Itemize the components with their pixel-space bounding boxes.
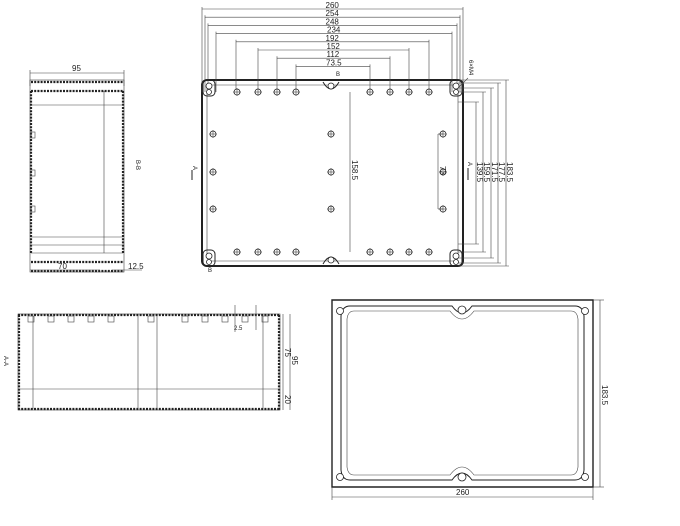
mount-hole <box>439 168 447 176</box>
section-title-a-a: A-A <box>2 356 8 366</box>
dim-label: 73.5 <box>326 58 342 67</box>
lid-tab <box>107 315 115 323</box>
section-a-a: A-A 95 75 20 2.5 <box>2 305 299 411</box>
lid-tab <box>147 315 155 323</box>
mount-hole <box>254 248 262 256</box>
mount-hole <box>209 205 217 213</box>
mount-hole <box>233 248 241 256</box>
corner-screw-boss <box>449 79 463 97</box>
section-mark-b-top: B <box>336 72 340 78</box>
lid-tab <box>67 315 75 323</box>
mount-hole <box>405 248 413 256</box>
dim-label: 260 <box>326 1 340 10</box>
lid-tab <box>87 315 95 323</box>
screw-note: 6×M4 <box>467 60 473 76</box>
dim-95-height: 95 <box>290 356 299 365</box>
lid-tab <box>47 315 55 323</box>
lid-tab <box>241 315 249 323</box>
lid-tab <box>201 315 209 323</box>
dim-183-5-bottom: 183.5 <box>600 385 609 406</box>
dim-label: 112 <box>327 50 340 59</box>
lid-tab <box>27 315 35 323</box>
section-mark-a-right: A <box>466 162 472 166</box>
mount-hole <box>254 88 262 96</box>
lid-tab <box>221 315 229 323</box>
dim-label: 139.5 <box>475 162 484 183</box>
mount-hole <box>273 248 281 256</box>
mount-hole <box>386 248 394 256</box>
dim-label: 171.5 <box>490 162 499 183</box>
dim-label: 177.5 <box>497 162 506 183</box>
dim-label: 234 <box>327 26 341 35</box>
dim-70: 70 <box>58 262 67 271</box>
dim-95: 95 <box>72 64 81 73</box>
dim-260-bottom: 260 <box>456 488 470 497</box>
dim-detail: 2.5 <box>234 326 243 332</box>
mount-hole <box>327 168 335 176</box>
mount-hole <box>327 130 335 138</box>
mount-hole <box>405 88 413 96</box>
mount-hole <box>366 88 374 96</box>
lid-tab <box>261 315 269 323</box>
mount-hole <box>386 88 394 96</box>
bottom-view: 260 183.5 <box>331 299 609 500</box>
dim-label: 192 <box>326 34 340 43</box>
dim-label: 183.5 <box>505 162 514 183</box>
dim-75: 75 <box>283 348 292 357</box>
dim-12-5: 12.5 <box>128 262 144 271</box>
section-mark-b: B <box>208 268 212 274</box>
section-b-b: 95 B-B 70 12.5 <box>29 64 144 273</box>
section-title-b-b: B-B <box>134 160 140 170</box>
mount-hole <box>233 88 241 96</box>
lid-tab <box>181 315 189 323</box>
mount-hole <box>366 248 374 256</box>
mount-hole <box>425 248 433 256</box>
mount-hole <box>425 88 433 96</box>
corner-screw-boss <box>202 249 216 267</box>
mount-hole <box>292 248 300 256</box>
mount-hole <box>292 88 300 96</box>
mount-hole <box>327 205 335 213</box>
dim-label: 159.5 <box>482 162 491 183</box>
section-mark-a-left: A <box>191 166 197 170</box>
dim-label: 248 <box>326 17 340 26</box>
dim-label: 152 <box>327 42 341 51</box>
corner-screw-boss <box>202 79 216 97</box>
dim-158-5: 158.5 <box>350 160 359 181</box>
dim-73: 73 <box>438 166 447 175</box>
mount-hole <box>209 130 217 138</box>
mount-hole <box>273 88 281 96</box>
dim-label: 254 <box>326 9 340 18</box>
mount-hole <box>209 168 217 176</box>
dim-20: 20 <box>283 395 292 404</box>
